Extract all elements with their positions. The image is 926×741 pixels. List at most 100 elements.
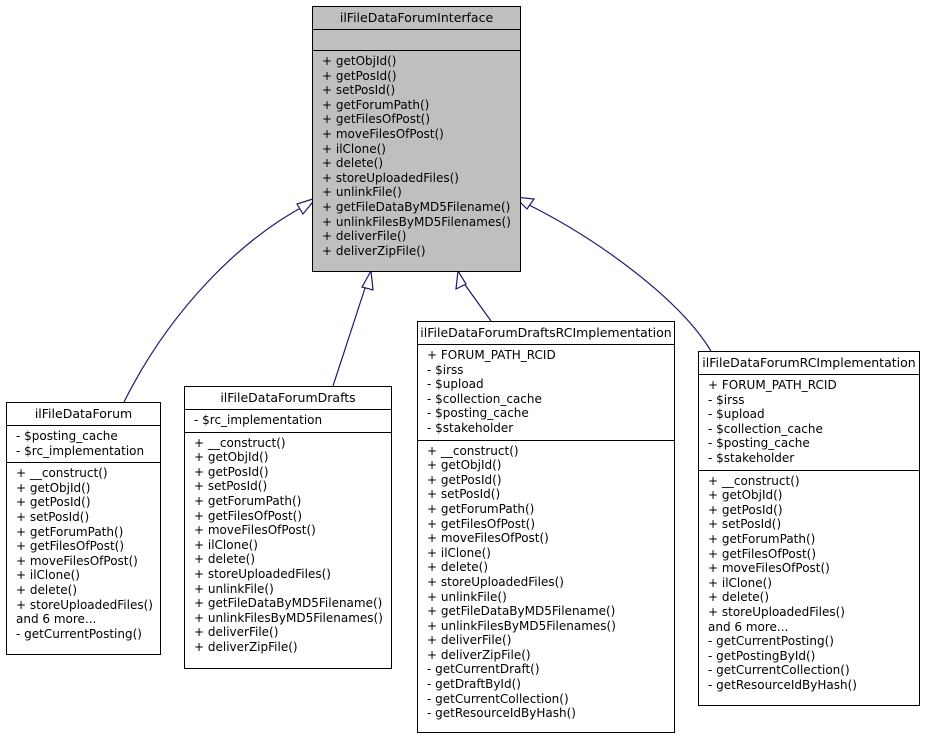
method-storeuploadedfiles: + storeUploadedFiles()	[322, 170, 459, 185]
method-deliverzipfile: + deliverZipFile()	[194, 639, 298, 654]
method-delete: + delete()	[194, 552, 256, 567]
edge-drafts-to-interface	[332, 281, 368, 387]
method-getcurrentcollection: - getCurrentCollection()	[427, 691, 569, 706]
method-getcurrentposting: - getCurrentPosting()	[708, 634, 834, 649]
attribute-stakeholder: - $stakeholder	[427, 420, 514, 435]
method-getresourceidbyhash: - getResourceIdByHash()	[427, 706, 576, 721]
method-getforumpath: + getForumPath()	[16, 524, 124, 539]
method-getposid: + getPosId()	[16, 495, 91, 510]
attribute-irss: - $irss	[708, 392, 745, 407]
method-deliverzipfile: + deliverZipFile()	[427, 647, 531, 662]
class-ilfiledataforuminterface[interactable]: ilFileDataForumInterface+ getObjId()+ ge…	[312, 6, 521, 272]
method-getfilesofpost: + getFilesOfPost()	[427, 516, 536, 531]
attribute-collection-cache: - $collection_cache	[427, 391, 542, 406]
method-getfiledatabymd5filename: + getFileDataByMD5Filename()	[194, 596, 383, 611]
method-getposid: + getPosId()	[322, 68, 397, 83]
method-deliverfile: + deliverFile()	[427, 633, 512, 648]
method-getforumpath: + getForumPath()	[194, 493, 302, 508]
attributes-section: - $posting_cache- $rc_implementation	[7, 426, 160, 464]
methods-section: + __construct()+ getObjId()+ getPosId()+…	[7, 463, 160, 645]
edge-forum-to-interface	[123, 204, 307, 403]
method-getcurrentdraft: - getCurrentDraft()	[427, 662, 540, 677]
method-getfiledatabymd5filename: + getFileDataByMD5Filename()	[322, 199, 511, 214]
attribute-rc-implementation: - $rc_implementation	[194, 413, 323, 427]
method-delete: + delete()	[708, 590, 770, 605]
method-getfilesofpost: + getFilesOfPost()	[16, 539, 125, 554]
method-getposid: + getPosId()	[194, 464, 269, 479]
method-ilclone: + ilClone()	[16, 568, 80, 583]
attribute-posting-cache: - $posting_cache	[16, 429, 118, 443]
method-getforumpath: + getForumPath()	[322, 97, 430, 112]
edge-draftsrc-to-interface	[462, 281, 492, 322]
attributes-section: - $rc_implementation	[185, 410, 391, 433]
method-ilclone: + ilClone()	[708, 575, 772, 590]
method-getcurrentposting: - getCurrentPosting()	[16, 626, 142, 641]
method-getpostingbyid: - getPostingById()	[708, 648, 816, 663]
method-setposid: + setPosId()	[708, 517, 782, 532]
arrowhead-forum	[296, 196, 318, 216]
method-deliverzipfile: + deliverZipFile()	[322, 243, 426, 258]
class-ilfiledataforumdrafts[interactable]: ilFileDataForumDrafts - $rc_implementatio…	[184, 386, 392, 669]
attribute-irss: - $irss	[427, 362, 464, 377]
method-getobjid: + getObjId()	[322, 54, 397, 68]
attribute-forum-path-rcid: + FORUM_PATH_RCID	[708, 378, 837, 392]
methods-section: + getObjId()+ getPosId()+ setPosId()+ ge…	[313, 51, 520, 262]
attributes-section	[313, 30, 520, 51]
method-storeuploadedfiles: + storeUploadedFiles()	[427, 574, 564, 589]
method-movefilesofpost: + moveFilesOfPost()	[194, 523, 316, 538]
method-getforumpath: + getForumPath()	[427, 501, 535, 516]
method-getobjid: + getObjId()	[427, 458, 502, 473]
methods-section: + __construct()+ getObjId()+ getPosId()+…	[418, 441, 674, 725]
method-getfilesofpost: + getFilesOfPost()	[194, 508, 303, 523]
attribute-upload: - $upload	[708, 407, 765, 422]
attribute-posting-cache: - $posting_cache	[427, 406, 529, 421]
method-ilclone: + ilClone()	[427, 545, 491, 560]
attribute-collection-cache: - $collection_cache	[708, 421, 823, 436]
method-ilclone: + ilClone()	[194, 537, 258, 552]
method-unlinkfile: + unlinkFile()	[194, 581, 274, 596]
method-movefilesofpost: + moveFilesOfPost()	[427, 531, 549, 546]
method-getresourceidbyhash: - getResourceIdByHash()	[708, 677, 857, 692]
class-name: ilFileDataForumInterface	[313, 7, 520, 30]
method-movefilesofpost: + moveFilesOfPost()	[708, 561, 830, 576]
method-getposid: + getPosId()	[427, 472, 502, 487]
method-movefilesofpost: + moveFilesOfPost()	[322, 126, 444, 141]
attribute-forum-path-rcid: + FORUM_PATH_RCID	[427, 348, 556, 362]
method-unlinkfile: + unlinkFile()	[322, 185, 402, 200]
arrowhead-drafts	[361, 269, 374, 291]
method-movefilesofpost: + moveFilesOfPost()	[16, 553, 138, 568]
method-storeuploadedfiles: + storeUploadedFiles()	[708, 604, 845, 619]
method-getobjid: + getObjId()	[708, 488, 783, 503]
methods-section: + __construct()+ getObjId()+ getPosId()+…	[185, 433, 391, 659]
method-construct: + __construct()	[16, 466, 108, 481]
method-setposid: + setPosId()	[194, 479, 268, 494]
class-name: ilFileDataForum	[7, 403, 160, 426]
method-unlinkfilesbymd5filenames: + unlinkFilesByMD5Filenames()	[427, 618, 616, 633]
attributes-section: + FORUM_PATH_RCID- $irss- $upload- $coll…	[699, 375, 919, 471]
method-unlinkfilesbymd5filenames: + unlinkFilesByMD5Filenames()	[194, 610, 383, 625]
class-name: ilFileDataForumDrafts	[185, 387, 391, 410]
class-name: ilFileDataForumDraftsRCImplementation	[418, 322, 674, 345]
method-getobjid: + getObjId()	[16, 480, 91, 495]
method-getdraftbyid: - getDraftById()	[427, 677, 521, 692]
attribute-upload: - $upload	[427, 377, 484, 392]
method-getposid: + getPosId()	[708, 502, 783, 517]
method-storeuploadedfiles: + storeUploadedFiles()	[16, 597, 153, 612]
class-ilfiledataforumdraftsrcimplementation[interactable]: ilFileDataForumDraftsRCImplementation + F…	[417, 321, 675, 733]
class-ilfiledataforumrcimplementation[interactable]: ilFileDataForumRCImplementation+ FORUM_P…	[698, 351, 920, 706]
method-getobjid: + getObjId()	[194, 450, 269, 465]
attribute-stakeholder: - $stakeholder	[708, 450, 795, 465]
method-setposid: + setPosId()	[427, 487, 501, 502]
method-and-6-more: and 6 more...	[708, 619, 789, 634]
attribute-rc-implementation: - $rc_implementation	[16, 443, 145, 458]
edge-rc-to-interface	[524, 202, 712, 352]
method-getfilesofpost: + getFilesOfPost()	[322, 112, 431, 127]
method-unlinkfilesbymd5filenames: + unlinkFilesByMD5Filenames()	[322, 214, 511, 229]
method-getcurrentcollection: - getCurrentCollection()	[708, 663, 850, 678]
methods-section: + __construct()+ getObjId()+ getPosId()+…	[699, 471, 919, 697]
method-storeuploadedfiles: + storeUploadedFiles()	[194, 566, 331, 581]
class-ilfiledataforum[interactable]: ilFileDataForum- $posting_cache- $rc_imp…	[6, 402, 161, 655]
method-setposid: + setPosId()	[16, 509, 90, 524]
method-delete: + delete()	[427, 560, 489, 575]
method-and-6-more: and 6 more...	[16, 612, 97, 627]
